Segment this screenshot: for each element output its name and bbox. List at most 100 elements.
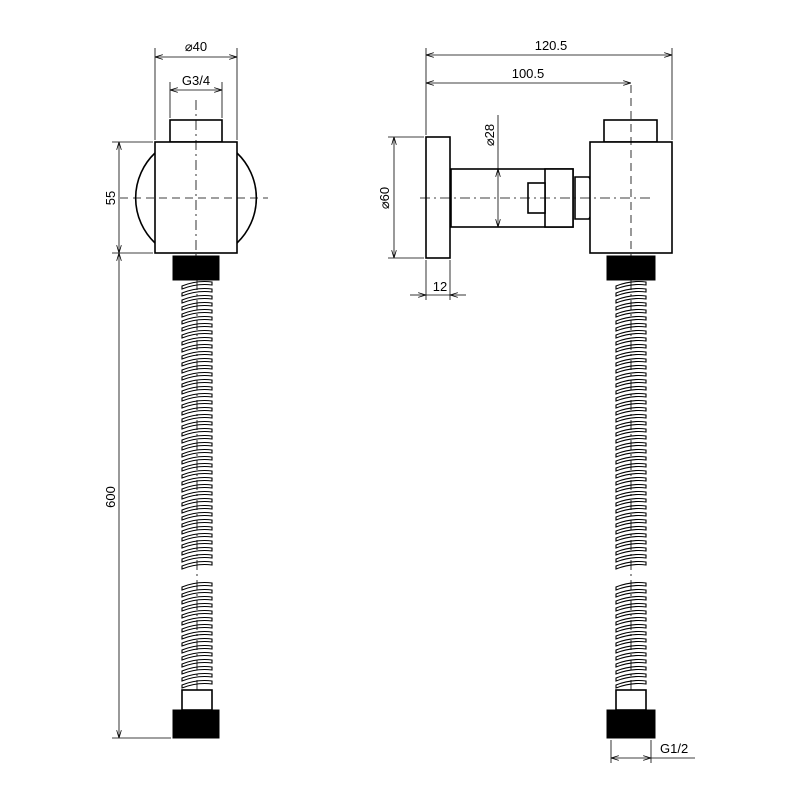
hose-coil xyxy=(615,350,647,360)
hose-front xyxy=(181,280,213,735)
hose-coil xyxy=(615,637,647,647)
hose-coil xyxy=(615,322,647,332)
hose-coil xyxy=(615,455,647,465)
front-view: ⌀40 G3/4 55 600 xyxy=(103,39,268,739)
hose-coil xyxy=(615,672,647,682)
hose-coil xyxy=(615,378,647,388)
hose-coil xyxy=(181,630,213,640)
hose-coil xyxy=(181,315,213,325)
hose-coil xyxy=(181,553,213,563)
hose-coil xyxy=(615,448,647,458)
hose-coil xyxy=(181,322,213,332)
hose-coil xyxy=(181,406,213,416)
hose-coil xyxy=(181,343,213,353)
hose-coil xyxy=(181,497,213,507)
hose-coil xyxy=(615,329,647,339)
hose-coil xyxy=(615,532,647,542)
hose-coil xyxy=(181,371,213,381)
hose-coil xyxy=(615,679,647,689)
hose-coil xyxy=(181,672,213,682)
dim-thread-outlet: G1/2 xyxy=(660,741,688,756)
dim-thread-inlet: G3/4 xyxy=(182,73,210,88)
dim-body-height: 55 xyxy=(103,191,118,205)
hose-coil xyxy=(181,546,213,556)
hose-coil xyxy=(181,350,213,360)
dim-axis-depth: 100.5 xyxy=(512,66,545,81)
hose-coil xyxy=(615,441,647,451)
hose-coil xyxy=(181,679,213,689)
hose-coil xyxy=(181,637,213,647)
hose-coil xyxy=(615,651,647,661)
hose-coil xyxy=(181,504,213,514)
hose-coil xyxy=(615,357,647,367)
hose-nut-bottom-side xyxy=(606,709,656,739)
hose-coil xyxy=(181,420,213,430)
hose-coil xyxy=(181,658,213,668)
hose-coil xyxy=(615,413,647,423)
hose-coil xyxy=(615,406,647,416)
hose-coil xyxy=(615,595,647,605)
hose-coil xyxy=(181,434,213,444)
hose-coil xyxy=(615,462,647,472)
hose-coil xyxy=(615,490,647,500)
hose-coil xyxy=(181,581,213,591)
hose-coil xyxy=(615,609,647,619)
wall-flange xyxy=(425,136,451,259)
hose-coil xyxy=(181,609,213,619)
hose-coil xyxy=(615,581,647,591)
hose-coil xyxy=(181,588,213,598)
hose-coil xyxy=(615,469,647,479)
hose-coil xyxy=(615,385,647,395)
hose-coil xyxy=(615,504,647,514)
hose-coil xyxy=(615,420,647,430)
hose-coil xyxy=(181,560,213,570)
hose-coil xyxy=(615,644,647,654)
hose-coil xyxy=(181,455,213,465)
hose-coil xyxy=(615,399,647,409)
hose-coil xyxy=(181,336,213,346)
hose-collar-bottom-side xyxy=(615,689,647,711)
hose-coil xyxy=(181,441,213,451)
hose-coil xyxy=(181,378,213,388)
hose-coil xyxy=(615,553,647,563)
hose-coil xyxy=(181,616,213,626)
hose-coil xyxy=(615,343,647,353)
hose-coil xyxy=(181,651,213,661)
hose-coil xyxy=(181,469,213,479)
hose-coil xyxy=(615,280,647,290)
hose-coil xyxy=(615,658,647,668)
hose-coil xyxy=(615,511,647,521)
hose-nut-bottom xyxy=(172,709,220,739)
hose-coil xyxy=(615,560,647,570)
hose-coil xyxy=(615,602,647,612)
hose-coil xyxy=(615,336,647,346)
hose-coil xyxy=(615,392,647,402)
inlet-nipple-side xyxy=(603,119,658,143)
hose-coil xyxy=(181,308,213,318)
dim-flange-thickness: 12 xyxy=(433,279,447,294)
hose-side xyxy=(615,280,647,735)
hose-coil xyxy=(181,448,213,458)
hose-coil xyxy=(181,413,213,423)
hose-coil xyxy=(615,364,647,374)
dim-flange-diameter: ⌀60 xyxy=(377,187,392,209)
hose-coil xyxy=(615,427,647,437)
hose-coil xyxy=(615,294,647,304)
hose-coil xyxy=(181,644,213,654)
hose-coil xyxy=(615,315,647,325)
hose-coil xyxy=(181,280,213,290)
hose-coil xyxy=(181,511,213,521)
hose-coil xyxy=(615,518,647,528)
hose-coil xyxy=(615,546,647,556)
hose-coil xyxy=(615,623,647,633)
hose-coil xyxy=(181,287,213,297)
hose-coil xyxy=(615,434,647,444)
hose-coil xyxy=(615,476,647,486)
hose-coil xyxy=(615,483,647,493)
hose-coil xyxy=(615,497,647,507)
dim-hose-length: 600 xyxy=(103,486,118,508)
hose-nut-top xyxy=(172,255,220,281)
hose-coil xyxy=(181,294,213,304)
hose-coil xyxy=(181,476,213,486)
